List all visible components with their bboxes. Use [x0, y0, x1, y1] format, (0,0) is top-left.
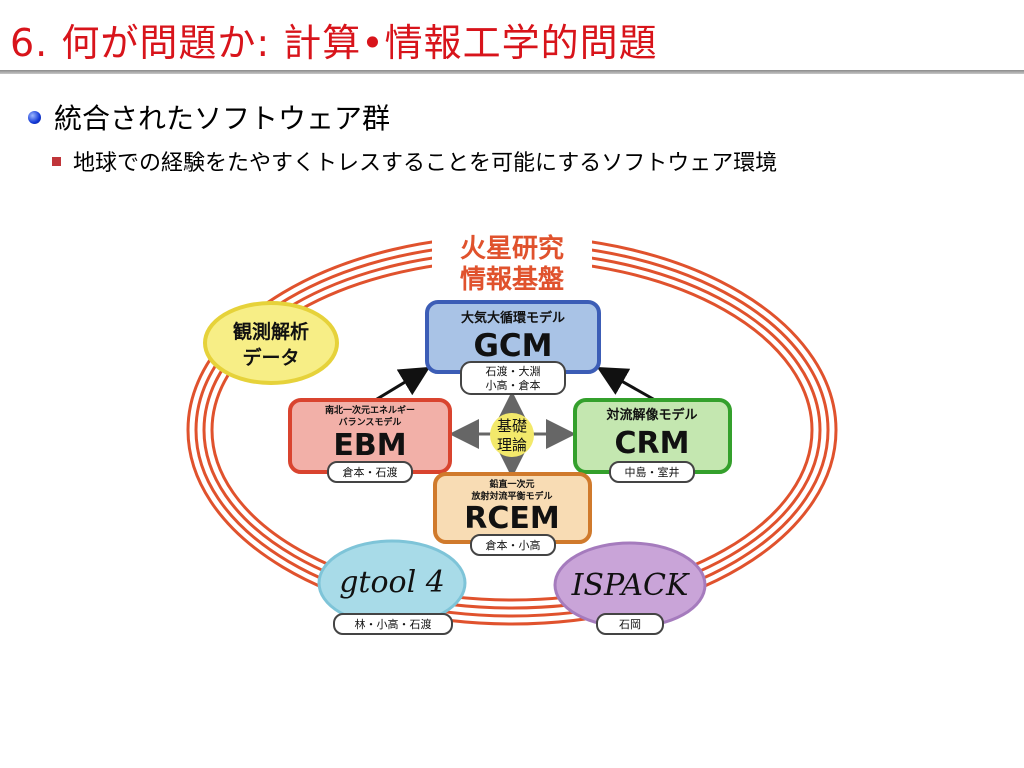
- rcem-description-line2: 放射対流平衡モデル: [470, 490, 552, 502]
- bullet-dot-icon: [28, 110, 41, 124]
- crm-description: 対流解像モデル: [605, 407, 697, 423]
- ebm-model-node: 南北一次元エネルギー バランスモデル EBM 倉本・石渡: [288, 398, 452, 483]
- observation-data-node: 観測解析 データ: [203, 301, 339, 385]
- gcm-people-line1: 石渡・大淵: [486, 364, 541, 378]
- core-theory-line2: 理論: [497, 436, 527, 454]
- observation-data-line2: データ: [242, 346, 299, 369]
- ring-label-line2: 情報基盤: [460, 265, 565, 295]
- arrow-crm-to-gcm: [596, 367, 656, 402]
- bullet-level2-text: 地球での経験をたやすくトレスすることを可能にするソフトウェア環境: [73, 151, 778, 176]
- gcm-model-node: 大気大循環モデル GCM 石渡・大淵 小高・倉本: [425, 300, 601, 395]
- ispack-library-node: ISPACK 石岡: [553, 541, 707, 635]
- ring-label-line1: 火星研究: [460, 233, 564, 264]
- gtool4-name: gtool 4: [339, 565, 445, 600]
- rcem-people: 倉本・小高: [486, 538, 541, 552]
- ebm-people: 倉本・石渡: [343, 465, 398, 479]
- bullet-square-icon: [52, 156, 61, 166]
- rcem-description-line1: 鉛直一次元: [488, 478, 534, 490]
- ispack-people: 石岡: [619, 618, 641, 631]
- page-title: 6. 何が問題か: 計算•情報工学的問題: [10, 21, 658, 65]
- crm-model-node: 対流解像モデル CRM 中島・室井: [573, 398, 732, 483]
- ebm-description-line1: 南北一次元エネルギー: [325, 404, 415, 416]
- core-theory-line1: 基礎: [497, 417, 527, 435]
- bullet-level1-text: 統合されたソフトウェア群: [54, 102, 391, 135]
- ring-label-bg: [432, 228, 592, 300]
- gcm-name: GCM: [473, 328, 552, 364]
- observation-data-line1: 観測解析: [233, 320, 309, 343]
- core-theory-node: 基礎 理論: [490, 413, 534, 457]
- bullet-level2: 地球での経験をたやすくトレスすることを可能にするソフトウェア環境: [52, 145, 777, 177]
- gcm-description: 大気大循環モデル: [461, 310, 565, 326]
- gtool4-people: 林・小高・石渡: [355, 617, 432, 631]
- crm-people: 中島・室井: [625, 465, 680, 479]
- arrow-ebm-to-gcm: [371, 366, 431, 404]
- rcem-model-node: 鉛直一次元 放射対流平衡モデル RCEM 倉本・小高: [433, 472, 592, 556]
- gcm-people-line2: 小高・倉本: [486, 378, 541, 392]
- ispack-name: ISPACK: [571, 568, 690, 603]
- title-divider: [0, 70, 1024, 74]
- ebm-description-line2: バランスモデル: [339, 416, 402, 428]
- bullet-level1: 統合されたソフトウェア群: [28, 97, 390, 137]
- ebm-name: EBM: [333, 428, 406, 463]
- crm-name: CRM: [615, 426, 690, 461]
- gtool4-library-node: gtool 4 林・小高・石渡: [317, 539, 467, 635]
- rcem-name: RCEM: [464, 501, 559, 536]
- diagram-arrows: [371, 366, 656, 478]
